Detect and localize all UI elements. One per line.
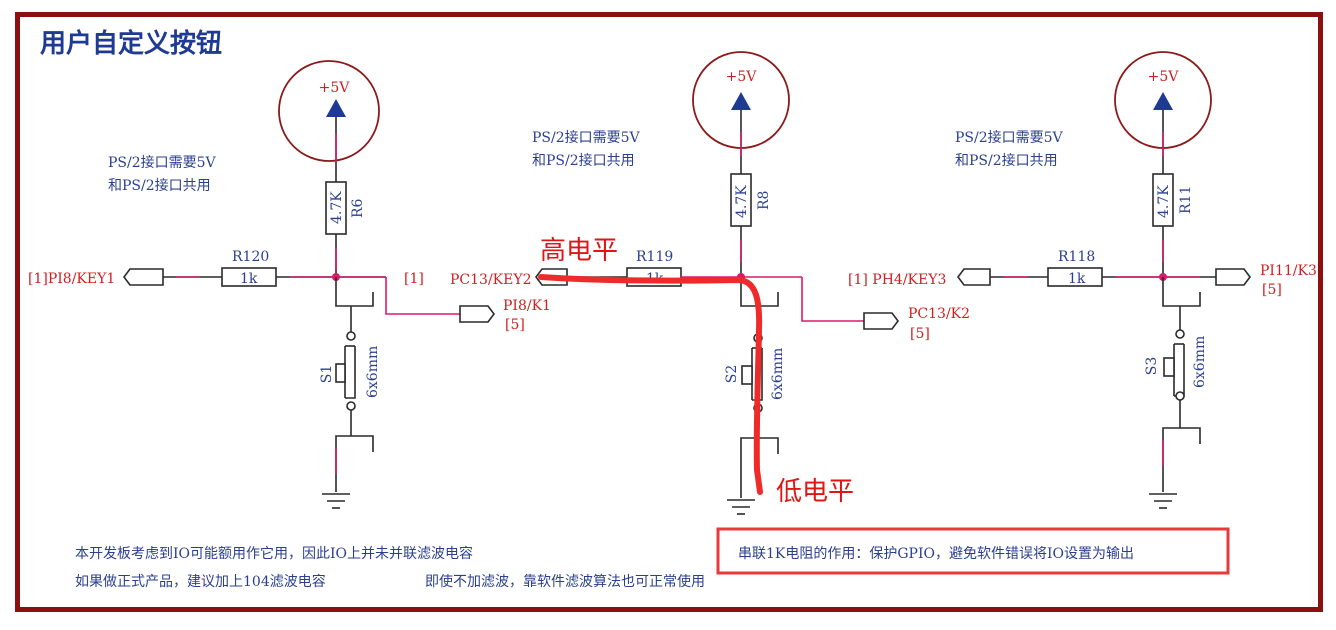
power-arrow-icon bbox=[731, 92, 751, 110]
r120-value: 1k bbox=[240, 271, 258, 287]
r118-ref: R118 bbox=[1058, 249, 1095, 265]
circuit-key1: +5V 4.7K R6 PS/2接口需要5V 和PS/2接口共用 [1]PI8/… bbox=[28, 60, 551, 509]
switch-s2 bbox=[741, 365, 753, 385]
port-pc13-k2-label: PC13/K2 bbox=[908, 306, 970, 322]
supply-label: +5V bbox=[319, 80, 351, 96]
ground-icon bbox=[726, 499, 756, 515]
port-pi11-k3-label: PI11/K3 bbox=[1260, 263, 1317, 279]
ground-icon bbox=[321, 493, 351, 509]
switch-s1 bbox=[335, 363, 346, 383]
low-level-annotation: 低电平 bbox=[776, 477, 854, 507]
sheet-frame bbox=[15, 12, 1323, 612]
note-boxed: 串联1K电阻的作用：保护GPIO，避免软件错误将IO设置为输出 bbox=[738, 546, 1134, 562]
r8-value: 4.7K bbox=[734, 185, 750, 218]
net-ref-1: [1] bbox=[404, 271, 424, 287]
port-key3-label: [1] PH4/KEY3 bbox=[848, 272, 946, 288]
port-key1-label: [1]PI8/KEY1 bbox=[28, 271, 115, 287]
r118-value: 1k bbox=[1068, 271, 1086, 287]
note-ps2-2b: 和PS/2接口共用 bbox=[532, 152, 635, 169]
r120-ref: R120 bbox=[232, 249, 269, 265]
port-pi8-k1-page: [5] bbox=[505, 317, 525, 333]
s3-ref: S3 bbox=[1144, 357, 1160, 376]
callout-box bbox=[716, 527, 1230, 575]
circuit-key3: +5V 4.7K R11 PS/2接口需要5V 和PS/2接口共用 [1] PH… bbox=[848, 51, 1317, 509]
note-ps2-1a: PS/2接口需要5V bbox=[108, 154, 217, 171]
r6-ref: R6 bbox=[350, 198, 366, 218]
note-ps2-2a: PS/2接口需要5V bbox=[532, 129, 641, 146]
r11-value: 4.7K bbox=[1156, 185, 1172, 218]
port-key3 bbox=[957, 268, 991, 286]
note-ps2-1b: 和PS/2接口共用 bbox=[108, 177, 211, 194]
port-pc13-k2 bbox=[863, 312, 899, 330]
s1-size: 6x6mm bbox=[365, 346, 381, 398]
note-line2b: 即使不加滤波，靠软件滤波算法也可正常使用 bbox=[425, 573, 705, 590]
s3-size: 6x6mm bbox=[1192, 336, 1208, 388]
r8-ref: R8 bbox=[756, 191, 772, 210]
port-pi8-k1 bbox=[459, 305, 495, 323]
s2-size: 6x6mm bbox=[770, 348, 786, 400]
r11-ref: R11 bbox=[1178, 186, 1194, 214]
ground-icon bbox=[1148, 493, 1178, 509]
note-ps2-3b: 和PS/2接口共用 bbox=[955, 152, 1058, 169]
note-line1: 本开发板考虑到IO可能额用作它用，因此IO上并未并联滤波电容 bbox=[75, 545, 473, 562]
supply-circle bbox=[278, 60, 380, 162]
power-arrow-icon bbox=[326, 99, 346, 117]
high-level-annotation: 高电平 bbox=[540, 236, 618, 266]
s1-ref: S1 bbox=[319, 365, 335, 384]
circuit-key2: +5V 4.7K R8 PS/2接口需要5V 和PS/2接口共用 PC13/KE… bbox=[450, 51, 970, 515]
supply-label: +5V bbox=[726, 69, 758, 85]
switch-s3 bbox=[1163, 357, 1175, 377]
port-key2-label: PC13/KEY2 bbox=[450, 272, 532, 288]
port-pc13-k2-page: [5] bbox=[910, 326, 930, 342]
signal-path-highlight bbox=[538, 274, 763, 495]
port-pi8-k1-label: PI8/K1 bbox=[503, 298, 551, 314]
port-pi11-k3 bbox=[1215, 268, 1251, 286]
port-key1 bbox=[123, 268, 164, 286]
power-arrow-icon bbox=[1153, 92, 1173, 110]
s2-ref: S2 bbox=[724, 365, 740, 384]
page-title: 用户自定义按钮 bbox=[40, 28, 222, 59]
supply-label: +5V bbox=[1148, 69, 1180, 85]
port-pi11-k3-page: [5] bbox=[1262, 282, 1282, 298]
r6-value: 4.7K bbox=[329, 191, 345, 224]
note-line2a: 如果做正式产品，建议加上104滤波电容 bbox=[75, 573, 326, 590]
note-ps2-3a: PS/2接口需要5V bbox=[955, 129, 1064, 146]
r119-ref: R119 bbox=[636, 249, 673, 265]
